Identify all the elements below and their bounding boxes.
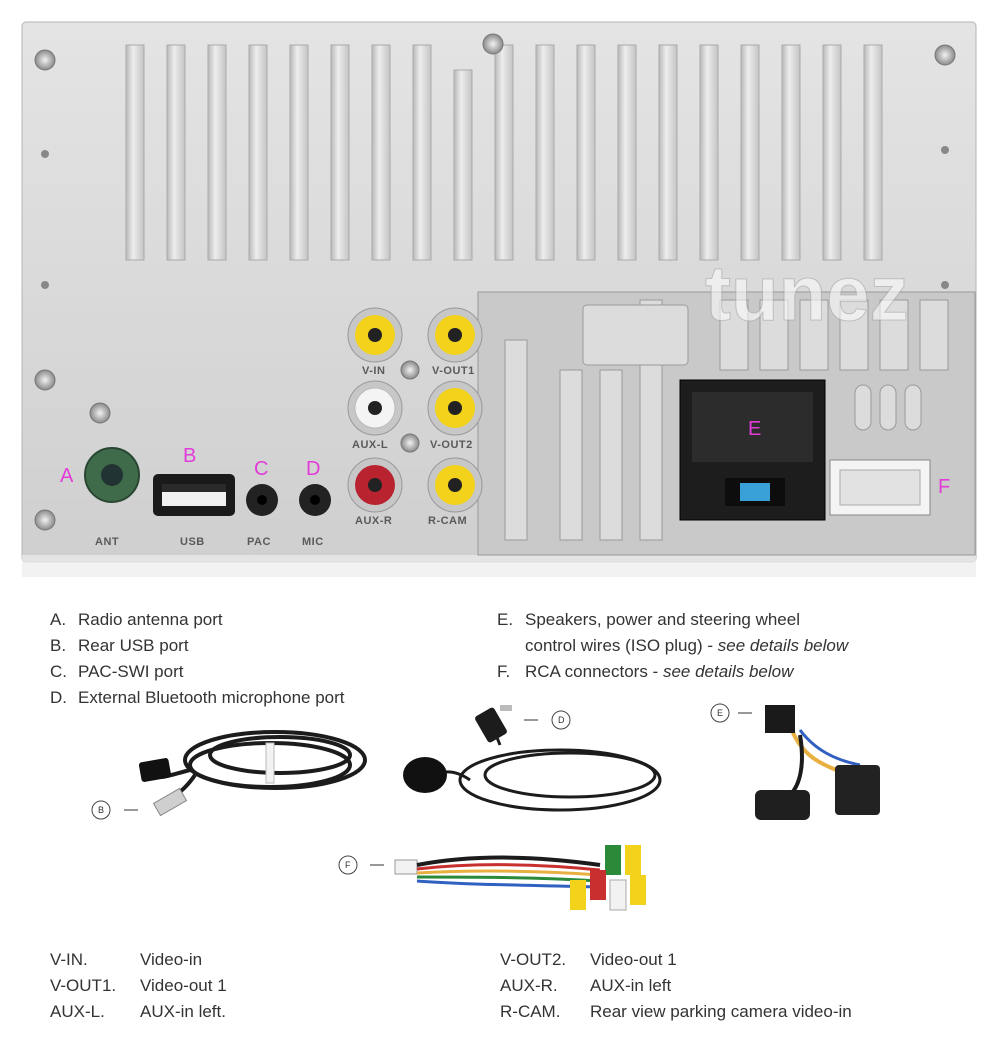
rca-cable [394, 845, 646, 911]
legend-item: B.Rear USB port [50, 636, 189, 655]
rca-connector-block [829, 459, 931, 516]
rca-jacks [347, 307, 483, 513]
usb-cable [149, 730, 367, 802]
legend-item: control wires (ISO plug) - see details b… [525, 636, 849, 655]
legend-item: E.Speakers, power and steering wheel [497, 610, 800, 629]
legend-item: F.RCA connectors - see details below [497, 662, 794, 681]
pac-label: PAC [247, 536, 271, 548]
svg-text:F: F [345, 860, 351, 870]
letter-b: B [183, 445, 196, 467]
legend-item: D.External Bluetooth microphone port [50, 688, 345, 707]
port-legend-left: A.Radio antenna port B.Rear USB port C.P… [50, 607, 450, 711]
v-in-label: V-IN [362, 365, 385, 377]
vent-fins [125, 44, 883, 261]
abbreviations-right: V-OUT2.Video-out 1 AUX-R.AUX-in left R-C… [500, 947, 980, 1025]
svg-text:B: B [98, 805, 104, 815]
letter-f: F [938, 476, 950, 498]
letter-a: A [60, 465, 74, 487]
accessory-cables: B D E F [91, 703, 880, 911]
svg-text:E: E [717, 708, 723, 718]
back-panel-drawing: ANT USB PAC MIC V-IN V-OUT1 AUX-L V-OUT2… [21, 21, 977, 577]
letter-d: D [306, 458, 320, 480]
svg-text:D: D [558, 715, 565, 725]
callout-d: D [524, 710, 571, 730]
usb-label: USB [180, 536, 205, 548]
definition-row: AUX-R.AUX-in left [500, 976, 672, 995]
definition-row: R-CAM.Rear view parking camera video-in [500, 1002, 852, 1021]
microphone-icon [403, 757, 447, 793]
letter-e: E [748, 418, 761, 440]
legend-item: C.PAC-SWI port [50, 662, 184, 681]
antenna-port [84, 447, 140, 503]
r-cam-label: R-CAM [428, 515, 467, 527]
mic-cable [439, 719, 662, 812]
letter-c: C [254, 458, 268, 480]
definition-row: AUX-L.AUX-in left. [50, 1002, 226, 1021]
v-out2-label: V-OUT2 [430, 439, 473, 451]
definition-row: V-OUT2.Video-out 1 [500, 950, 677, 969]
tunez-watermark: tunez [705, 249, 909, 337]
port-legend-right: E.Speakers, power and steering wheel con… [497, 607, 957, 685]
iso-connector [679, 379, 826, 521]
callout-e: E [710, 703, 752, 723]
callout-b: B [91, 800, 138, 820]
aux-r-label: AUX-R [355, 515, 392, 527]
aux-l-label: AUX-L [352, 439, 388, 451]
steering-harness [755, 705, 880, 820]
definition-row: V-OUT1.Video-out 1 [50, 976, 227, 995]
v-out1-label: V-OUT1 [432, 365, 475, 377]
abbreviations-left: V-IN.Video-in V-OUT1.Video-out 1 AUX-L.A… [50, 947, 470, 1025]
definition-row: V-IN.Video-in [50, 950, 203, 969]
ant-label: ANT [95, 536, 119, 548]
callout-f: F [338, 855, 384, 875]
head-unit-back-panel: ANT USB PAC MIC V-IN V-OUT1 AUX-L V-OUT2… [21, 21, 977, 577]
usb-port [153, 474, 235, 516]
mic-label: MIC [302, 536, 324, 548]
legend-item: A.Radio antenna port [50, 610, 223, 629]
